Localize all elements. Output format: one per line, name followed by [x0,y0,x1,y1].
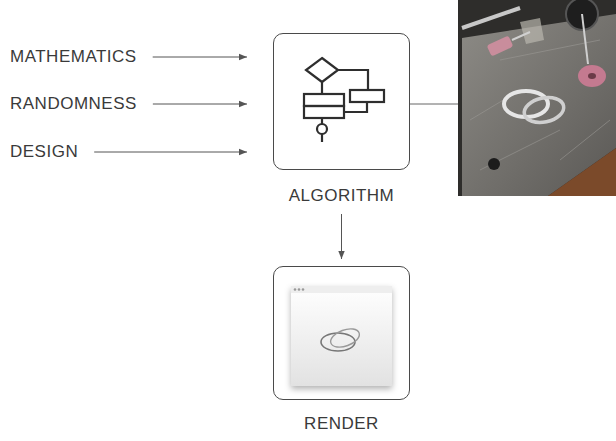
icon-line [321,82,323,94]
workbench-photo [458,0,616,196]
silver-ring [522,94,566,126]
screw [488,158,500,170]
input-label: DESIGN [10,142,78,162]
photo-ground [458,0,616,196]
flow-arrow [341,214,342,259]
input-term: RANDOMNESS [10,94,137,114]
grinding-disc-hub [588,73,596,79]
box-caption: RENDER [304,414,379,434]
input-term: MATHEMATICS [10,47,137,67]
flowchart-icon [304,58,384,142]
window-titlebar [291,286,392,293]
icon-rect [304,106,344,118]
window-dot [302,288,305,291]
icon-circle [317,124,327,134]
input-label: MATHEMATICS [10,47,137,67]
window-frame [291,286,392,386]
icon-diamond [306,58,338,82]
render-window [291,286,392,386]
scratch [470,40,610,170]
grinding-stone [487,35,514,56]
wheel-shaft [582,14,588,64]
leader-line [410,104,458,105]
wood-surface [548,148,616,196]
metal-plate [462,14,616,196]
icon-rect [350,90,384,102]
icon-line [338,70,368,90]
ring-render [328,325,362,350]
input-label: RANDOMNESS [10,94,137,114]
process-box: ALGORITHM [273,33,410,170]
flow-arrow [153,104,247,105]
icon-line [344,102,367,112]
window-dot [294,288,297,291]
process-box: RENDER [273,266,410,400]
grinding-disc [578,65,606,87]
window-dot [298,288,301,291]
tool-shaft [512,32,530,40]
tool-rod [462,8,520,28]
input-term: DESIGN [10,142,78,162]
flow-arrow [94,152,247,153]
box-caption: ALGORITHM [289,186,395,206]
plate-marking [520,18,544,44]
ring-render [321,333,355,351]
icon-rect [304,94,344,106]
icon-line [321,134,323,142]
flow-arrow [153,57,247,58]
